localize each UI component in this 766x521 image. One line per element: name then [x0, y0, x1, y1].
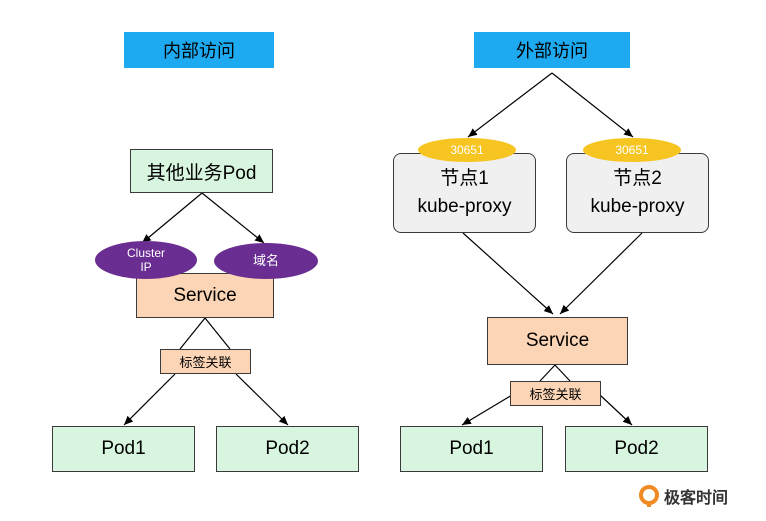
other-pods-label: 其他业务Pod: [146, 162, 257, 184]
internal-access-title-text: 内部访问: [163, 41, 235, 61]
left-service-box: Service: [136, 273, 274, 318]
node2-proxy: kube-proxy: [590, 196, 685, 217]
line-service-label: [179, 317, 206, 350]
node1-name: 节点1: [440, 168, 489, 189]
line-rservice-label-2: [554, 364, 571, 382]
right-pod2-box: Pod2: [565, 426, 708, 472]
left-pod2-box: Pod2: [216, 426, 359, 472]
left-pod1-label: Pod1: [101, 438, 146, 459]
cluster-ip-ellipse: Cluster IP: [95, 241, 197, 279]
line-rservice-label: [539, 364, 556, 382]
left-pod2-label: Pod2: [265, 438, 310, 459]
right-pod2-label: Pod2: [614, 438, 659, 459]
line-service-label-2: [204, 317, 231, 350]
line-node2-service: [559, 232, 643, 315]
line-external-node2: [551, 72, 634, 138]
geektime-logo: 极客时间: [638, 484, 728, 508]
left-label-link-box: 标签关联: [160, 349, 251, 374]
cluster-ip-label: Cluster IP: [126, 246, 165, 274]
line-rlabel-pod2: [599, 394, 633, 426]
line-label-pod2: [235, 373, 289, 426]
right-service-label: Service: [525, 330, 590, 351]
node2-box: 节点2 kube-proxy: [566, 153, 709, 233]
domain-ellipse: 域名: [214, 243, 318, 279]
node1-port-ellipse: 30651: [418, 138, 516, 162]
right-service-box: Service: [487, 317, 628, 365]
right-label-link-box: 标签关联: [510, 381, 601, 406]
node1-box: 节点1 kube-proxy: [393, 153, 536, 233]
node2-name: 节点2: [613, 168, 662, 189]
node2-port-ellipse: 30651: [583, 138, 681, 162]
geektime-logo-text: 极客时间: [664, 490, 729, 507]
external-access-title-text: 外部访问: [516, 41, 588, 61]
node1-proxy: kube-proxy: [417, 196, 512, 217]
left-label-link-text: 标签关联: [179, 355, 232, 370]
line-label-pod1: [123, 373, 176, 426]
external-access-title: 外部访问: [474, 32, 630, 68]
other-pods-box: 其他业务Pod: [130, 149, 273, 193]
internal-access-title: 内部访问: [124, 32, 274, 68]
right-pod1-label: Pod1: [449, 438, 494, 459]
left-pod1-box: Pod1: [52, 426, 195, 472]
node1-port-label: 30651: [450, 143, 484, 157]
right-label-link-text: 标签关联: [529, 387, 582, 402]
geektime-logo-icon: [639, 485, 659, 507]
domain-label: 域名: [252, 253, 279, 268]
line-rlabel-pod1: [461, 394, 513, 426]
line-otherpods-clusterip: [141, 192, 203, 244]
line-otherpods-domain: [201, 192, 265, 244]
right-pod1-box: Pod1: [400, 426, 543, 472]
line-node1-service: [462, 232, 554, 315]
node2-port-label: 30651: [615, 143, 649, 157]
left-service-label: Service: [173, 284, 237, 306]
line-external-node1: [467, 72, 553, 138]
